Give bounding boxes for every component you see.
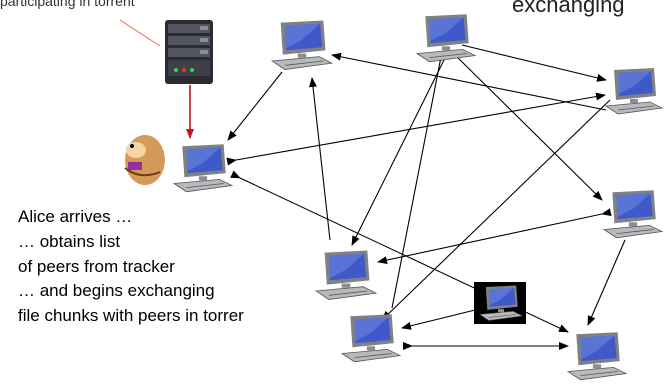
arrow-rightmid-bottomright (587, 239, 626, 326)
alice-line-3: of peers from tracker (18, 256, 175, 276)
arrow-rightupper-peer1 (331, 52, 607, 111)
arrow-rightmid-midbottom (377, 208, 612, 265)
new-peer-highlight (474, 282, 526, 324)
cartoon-character-icon (124, 135, 165, 185)
alice-computer-icon (173, 143, 233, 193)
peer-top-left-icon (271, 19, 333, 71)
alice-line-5: file chunks with peers in torrer (18, 306, 244, 326)
arrow-peer1-alice (227, 71, 283, 141)
arrow-topcenter-rightupper (461, 44, 607, 82)
tracker-caption: participating in torrent (0, 0, 135, 9)
peer-right-upper-icon (605, 67, 663, 115)
arrow-topcenter-rightmid (454, 54, 603, 201)
alice-line-1: Alice arrives … (18, 207, 133, 226)
peer-mid-bottom-icon (315, 249, 377, 301)
peer-bottom-right-icon (567, 331, 627, 381)
alice-description: Alice arrives … … obtains list of peers … (18, 205, 244, 329)
arrow-blackpeer-bottomleft (401, 309, 476, 330)
arrow-topcenter-midbottom (351, 57, 446, 246)
server-icon (165, 20, 213, 84)
peer-right-middle-icon (603, 189, 663, 239)
peer-top-center-icon (416, 13, 476, 63)
alice-line-4: … and begins exchanging (18, 281, 215, 301)
exchanging-caption: exchanging (512, 0, 625, 17)
peer-bottom-left-icon (341, 313, 401, 363)
arrow-alice-right-upper (226, 92, 606, 166)
caption-pointer-line (119, 19, 161, 47)
alice-line-2: … obtains list (18, 231, 121, 251)
